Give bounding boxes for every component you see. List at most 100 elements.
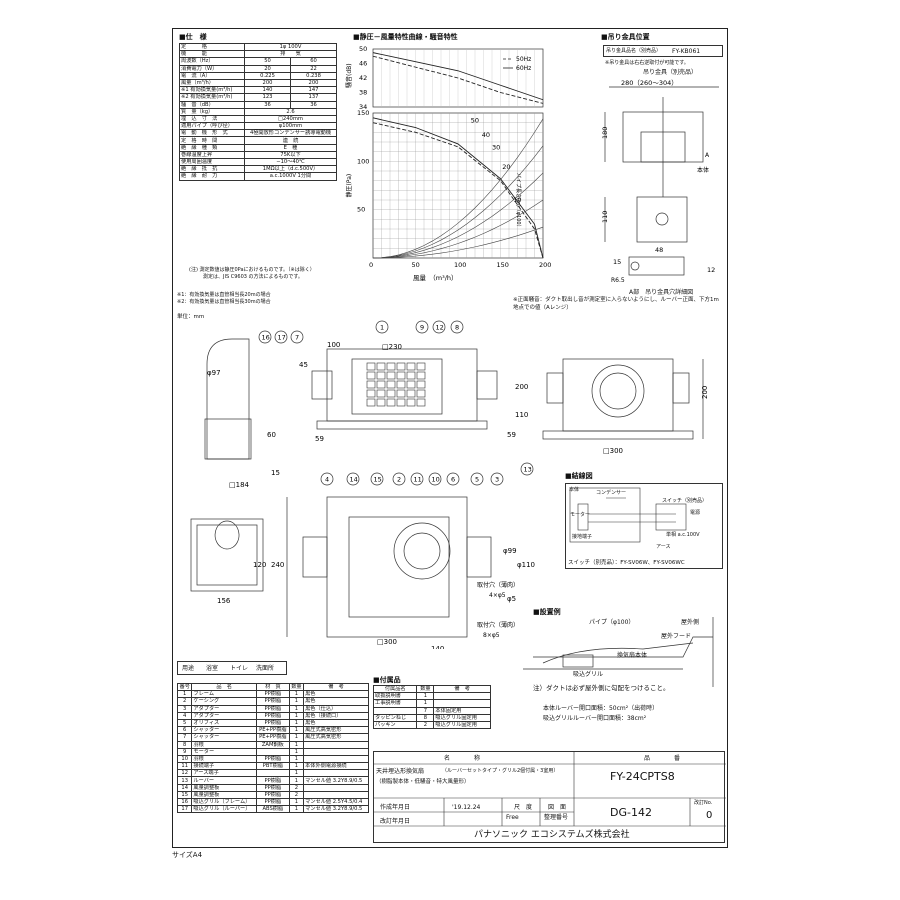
callout-circle <box>290 330 304 344</box>
acc-cell <box>372 706 418 715</box>
parts-cell <box>303 754 369 764</box>
hanger-dim-48: 48 <box>655 246 663 254</box>
callout-circle <box>258 330 272 344</box>
acc-cell: 2 <box>416 720 435 730</box>
callout-circle <box>446 472 460 486</box>
wiring-label-capacitor: コンデンサー <box>596 490 627 496</box>
usage-box: 用途 浴室 トイレ 洗面所 <box>177 661 287 675</box>
spec-value: 連 続 <box>244 136 337 145</box>
acc-cell: 吸込グリル固定用 <box>433 713 491 722</box>
hanger-model-box: 吊り金具品名（別売品） FY-KB061 <box>603 45 723 57</box>
callout-number: 11 <box>414 476 422 484</box>
spec-row: 定 格 時 間連 続 <box>179 136 337 145</box>
dimension-text: 60 <box>267 431 276 439</box>
parts-cell: 風量調整板 <box>191 790 257 800</box>
tb-lines <box>374 752 726 827</box>
resistance-label: 10 <box>513 196 521 204</box>
tb-created: '19.12.24 <box>452 804 481 811</box>
hanger-a-label: A <box>705 152 710 159</box>
louver-cell <box>406 362 416 371</box>
parts-cell: 黒色 <box>303 690 369 699</box>
parts-cell: 1 <box>288 762 305 771</box>
dimension-text: φ5 <box>507 595 516 603</box>
resistance-curve <box>372 172 544 259</box>
spec-row: 使用周囲温度−10〜40℃ <box>179 157 337 167</box>
pressure-ytick: 100 <box>357 157 369 165</box>
pressure-ytick: 50 <box>357 206 365 214</box>
louver-cell <box>406 389 416 398</box>
parts-cell: 1 <box>288 718 305 728</box>
parts-cell <box>256 769 290 778</box>
spec-note1: (注) 測定数値は静圧0Paにおけるものです。（※は除く） <box>189 267 315 273</box>
parts-cell: ルーバー <box>191 776 257 785</box>
front-noise-note: ※正面騒音：ダクト取出し音が測定室に入らないようにし、ルーバー正面、下方1m地点… <box>513 297 719 311</box>
parts-header: 番号品 名材 質数量備 考 <box>176 682 369 692</box>
parts-cell: 2 <box>288 790 305 800</box>
usage-toilet: トイレ <box>230 665 249 672</box>
hole-label: 取付穴（薄肉） <box>477 621 519 629</box>
install-drawing <box>523 617 714 687</box>
dimension-text: φ97 <box>207 369 221 377</box>
tb-created-label: 作成年月日 <box>380 804 411 811</box>
callout-circle <box>432 320 446 334</box>
hanger-model-label: 吊り金具品名（別売品） <box>606 48 662 54</box>
parts-cell: 羽根 <box>191 754 257 764</box>
louver-cell <box>416 380 426 389</box>
callout-circle <box>375 320 389 334</box>
parts-cell: 3 <box>176 704 193 713</box>
spec-value: 20 <box>244 64 291 73</box>
louver-cell <box>366 371 376 380</box>
spec-value: 200 <box>290 78 337 88</box>
install-heading: ■設置例 <box>533 608 561 616</box>
noise-series-line <box>372 55 544 104</box>
acc-cell: 1 <box>416 692 435 701</box>
dimension-text: 59 <box>315 435 324 443</box>
hanger-dim-12: 12 <box>707 266 715 274</box>
dimension-text: 45 <box>299 361 308 369</box>
wiring-lines <box>569 487 687 543</box>
pressure-xtick: 150 <box>497 261 509 269</box>
spec-label: ※1 有効換気量(m³/h) <box>179 86 245 95</box>
usage-label: 用途 <box>182 665 195 672</box>
spec-value: 2.6 <box>244 107 337 116</box>
louver-cell <box>406 398 416 407</box>
title-block: 名 称 品 番 天井埋込形換気扇 （ルーバーセットタイプ・グリル2個付属・3室用… <box>373 751 726 843</box>
hanger-dim-r: R6.5 <box>611 277 625 284</box>
paper-size: サイズA4 <box>172 851 203 859</box>
callout-circle <box>392 472 406 486</box>
wiring-label-switch: スイッチ（別売品） <box>662 498 708 504</box>
parts-cell: 2 <box>176 697 193 706</box>
noise-ytick: 34 <box>359 103 367 111</box>
install-body: 換気扇本体 <box>617 652 648 659</box>
hole-label: 取付穴（薄肉） <box>477 581 519 589</box>
parts-cell: 吸込グリル（ルーバー） <box>191 805 257 814</box>
spec-value: E 種 <box>244 143 337 152</box>
accessories-heading: ■付属品 <box>373 676 401 684</box>
tb-drawing-label: 図 面 <box>548 804 567 811</box>
legend-label: 50Hz <box>516 56 531 63</box>
parts-header-cell: 数量 <box>288 682 305 692</box>
spec-value: 排 気 <box>244 50 337 59</box>
spec-row: 機 能排 気 <box>179 50 337 59</box>
parts-cell: PP樹脂 <box>256 704 290 713</box>
dimension-text: 110 <box>515 411 528 419</box>
louver-cell <box>366 362 376 371</box>
wiring-label-body: 本体 <box>569 487 580 493</box>
tb-name2: （ルーバーセットタイプ・グリル2個付属・3室用） <box>442 768 559 774</box>
parts-cell: モーター <box>191 747 257 756</box>
